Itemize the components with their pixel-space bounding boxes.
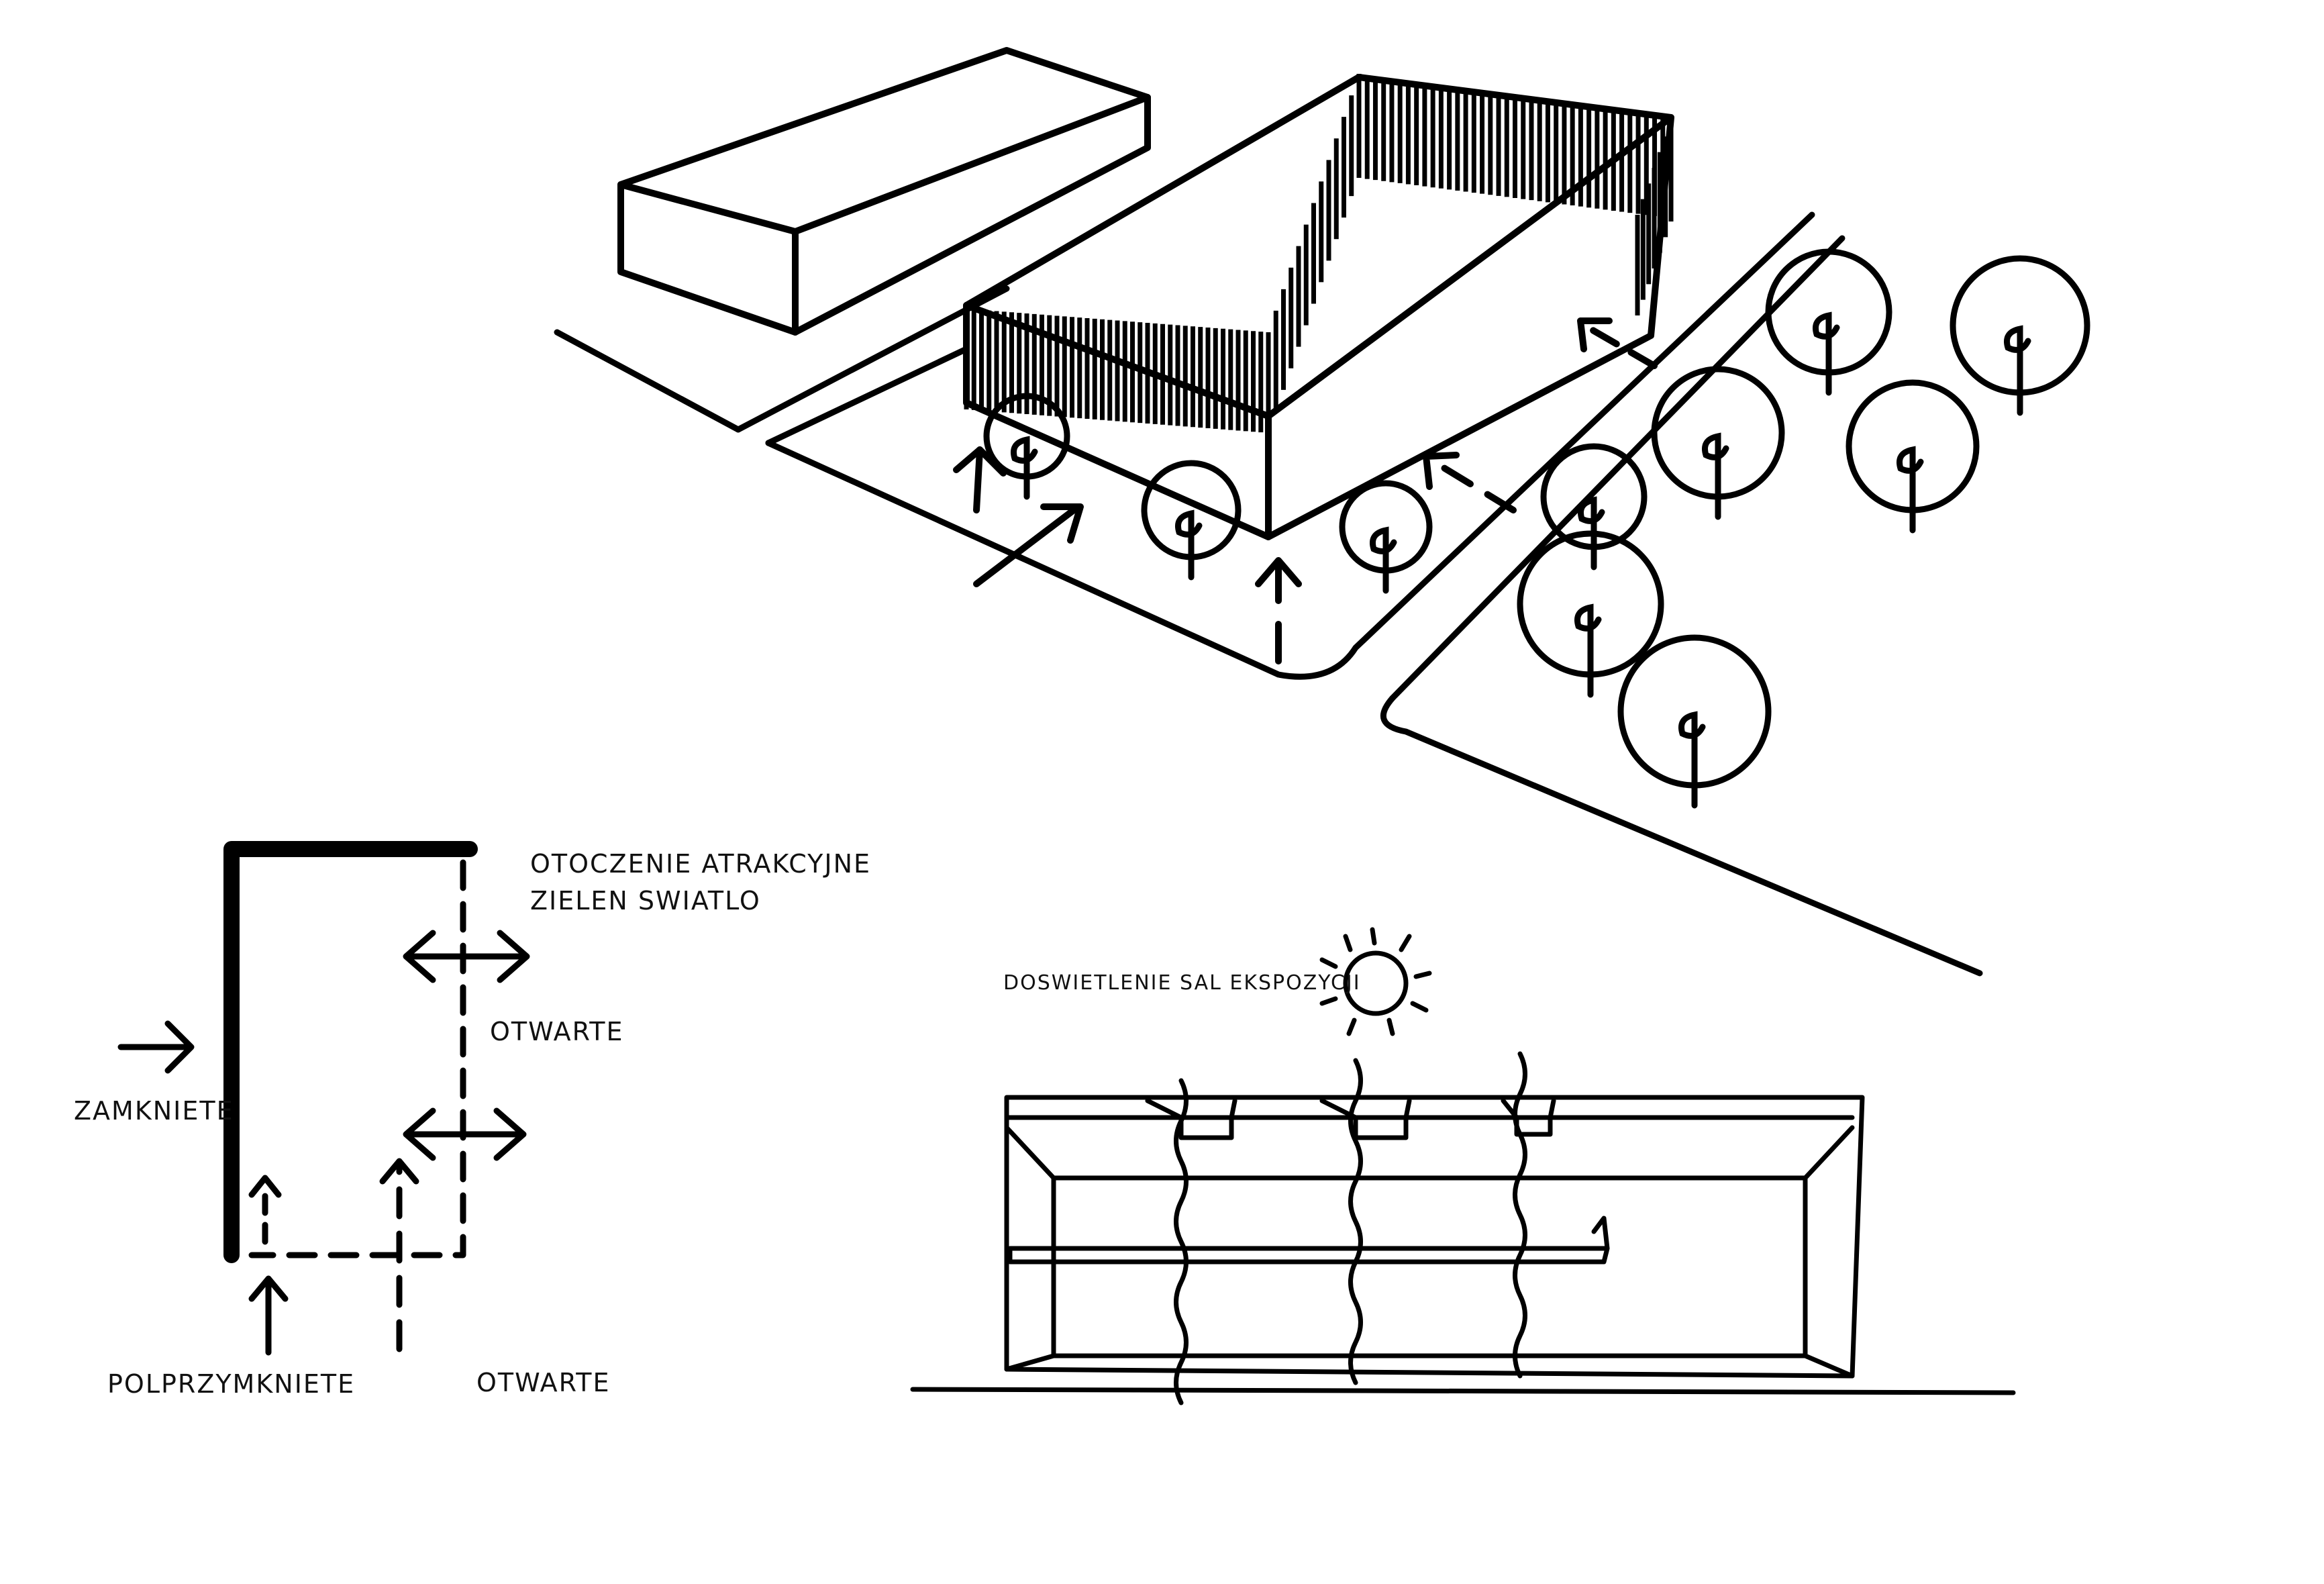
- tree-icon: [1517, 530, 1664, 698]
- tree-icon: [1617, 634, 1772, 809]
- label-half-closed: POLPRZYMKNIETE: [107, 1369, 356, 1399]
- tree-icon: [983, 393, 1070, 500]
- sun-icon: [1319, 927, 1432, 1036]
- neighbouring-building: [617, 47, 1151, 336]
- approach-arrows: [953, 317, 1658, 664]
- facade-slats: [964, 74, 1674, 433]
- tree-icon: [1540, 443, 1648, 571]
- tree-icon: [1950, 255, 2090, 416]
- site-axonometric-sketch: [554, 47, 2090, 977]
- section-sketch: [910, 927, 2016, 1405]
- tree-icon: [1846, 379, 1980, 534]
- label-open-side: OTWARTE: [490, 1017, 624, 1046]
- tree-icon: [1141, 460, 1242, 581]
- label-closed: ZAMKNIETE: [74, 1096, 234, 1126]
- museum-building: [963, 74, 1674, 540]
- tree-icon: [1651, 366, 1785, 520]
- label-open-bottom: OTWARTE: [476, 1368, 611, 1397]
- label-greenery-light: ZIELEN SWIATLO: [530, 886, 761, 915]
- label-daylight: DOSWIETLENIE SAL EKSPOZYCJI: [1003, 971, 1361, 995]
- label-surroundings: OTOCZENIE ATRAKCYJNE: [530, 849, 872, 879]
- tree-icon: [1339, 480, 1433, 594]
- trees: [983, 248, 2090, 809]
- tree-icon: [1765, 248, 1892, 396]
- openness-diagram: [117, 841, 530, 1356]
